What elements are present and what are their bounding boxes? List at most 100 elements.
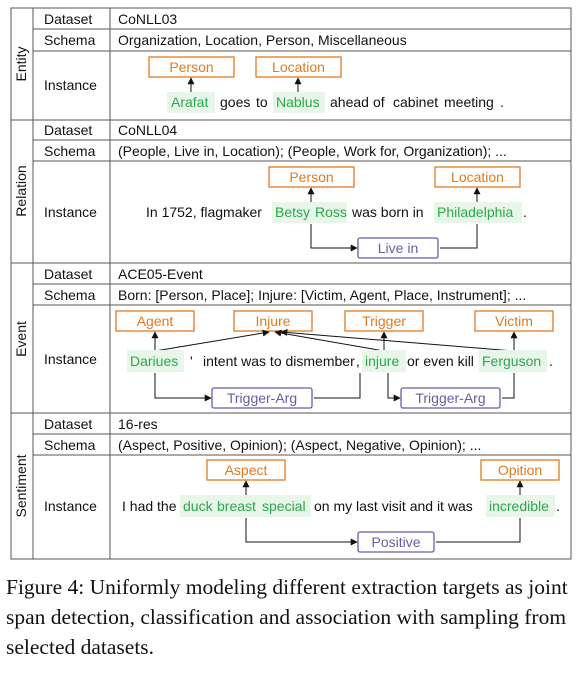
label-injure: Injure [255,313,290,329]
label-location: Location [272,59,325,75]
schema-value: (Aspect, Positive, Opinion); (Aspect, Ne… [118,437,481,453]
schema-label: Schema [44,143,96,159]
dataset-label: Dataset [44,122,92,138]
relation-positive: Positive [371,534,420,550]
extraction-figure: Entity Dataset CoNLL03 Schema Organizati… [10,7,572,560]
relation-connector [314,373,361,399]
section-relation: Relation Dataset CoNLL04 Schema (People,… [13,122,527,259]
token: . [523,204,527,220]
label-victim: Victim [495,313,533,329]
label-box-trigger [344,310,424,332]
token-span: breast [217,498,256,514]
token-span: Arafat [171,94,208,110]
span-bg [273,92,325,113]
token-span: incredible [489,498,549,514]
token: meeting [444,94,494,110]
relation-box-trigger-arg [400,387,501,409]
schema-label: Schema [44,287,96,303]
token-span: Ross [315,204,347,220]
arrow-injure-injure-label [274,329,385,352]
label-box-location [255,56,342,78]
label-person: Person [169,59,213,75]
relation-trigger-arg: Trigger-Arg [227,390,297,406]
arrow-ferguson-injure-label [280,329,515,352]
dataset-value: CoNLL04 [118,122,177,138]
relation-trigger-arg: Trigger-Arg [415,390,485,406]
section-label-event: Event [13,321,29,357]
token-span: special [262,498,306,514]
label-box-person [148,56,235,78]
relation-connector [310,224,358,252]
relation-connector [502,373,515,399]
instance-label: Instance [44,204,97,220]
label-box-person [268,166,355,188]
label-box-aspect [206,459,286,481]
token-span: Betsy [275,204,310,220]
schema-value: Organization, Location, Person, Miscella… [118,32,407,48]
token: or even kill [407,353,474,369]
instance-label: Instance [44,351,97,367]
token: to [256,94,268,110]
token: goes [220,94,250,110]
label-person: Person [289,169,333,185]
label-agent: Agent [137,313,174,329]
relation-box-live-in [357,237,439,259]
span-bg [167,92,215,113]
relation-live-in: Live in [378,240,418,256]
label-aspect: Aspect [225,462,268,478]
section-label-sentiment: Sentiment [13,454,29,517]
relation-box-trigger-arg [211,387,313,409]
arrow-dariues-injure-label [154,329,270,352]
token-span: Philadelphia [437,204,513,220]
instance-label: Instance [44,498,97,514]
token-span: Ferguson [482,353,541,369]
dataset-label: Dataset [44,416,92,432]
section-event: Event Dataset ACE05-Event Schema Born: [… [13,266,554,409]
section-sentiment: Sentiment Dataset 16-res Schema (Aspect,… [13,416,560,553]
label-box-agent [115,310,195,332]
label-box-injure [233,310,313,332]
figure-caption: Figure 4: Uniformly modeling different e… [6,575,568,659]
relation-connector [154,373,212,402]
label-box-opinion [480,459,560,481]
relation-connector [440,224,478,249]
token-span: injure [365,353,399,369]
relation-connector [436,518,521,543]
dataset-value: 16-res [118,416,158,432]
label-box-victim [474,310,554,332]
token: . [500,94,504,110]
section-label-relation: Relation [13,165,29,216]
label-box-location [434,166,521,188]
dataset-label: Dataset [44,11,92,27]
token: . [556,498,560,514]
schema-label: Schema [44,32,96,48]
token: ahead [330,94,369,110]
token-span: Dariues [130,353,178,369]
schema-label: Schema [44,437,96,453]
label-location: Location [451,169,504,185]
table-grid [10,7,572,560]
token: was born in [351,204,424,220]
span-bg [272,202,347,223]
token: , [356,353,360,369]
section-entity: Entity Dataset CoNLL03 Schema Organizati… [13,11,504,113]
instance-label: Instance [44,77,97,93]
dataset-label: Dataset [44,266,92,282]
relation-box-positive [357,531,435,553]
token: intent was to dismember [203,353,355,369]
span-bg [486,495,555,517]
token: on my last visit and it was [314,498,473,514]
dataset-value: CoNLL03 [118,11,177,27]
token: In 1752, flagmaker [146,204,262,220]
token-span: Nablus [276,94,320,110]
schema-value: Born: [Person, Place]; Injure: [Victim, … [118,287,526,303]
token: ' [190,353,193,369]
label-trigger: Trigger [362,313,406,329]
token: cabinet [393,94,438,110]
span-bg [479,350,547,372]
relation-connector [245,518,358,546]
section-label-entity: Entity [13,46,29,81]
span-bg [127,350,184,372]
label-opinion: Opition [498,462,542,478]
schema-value: (People, Live in, Location); (People, Wo… [118,143,507,159]
